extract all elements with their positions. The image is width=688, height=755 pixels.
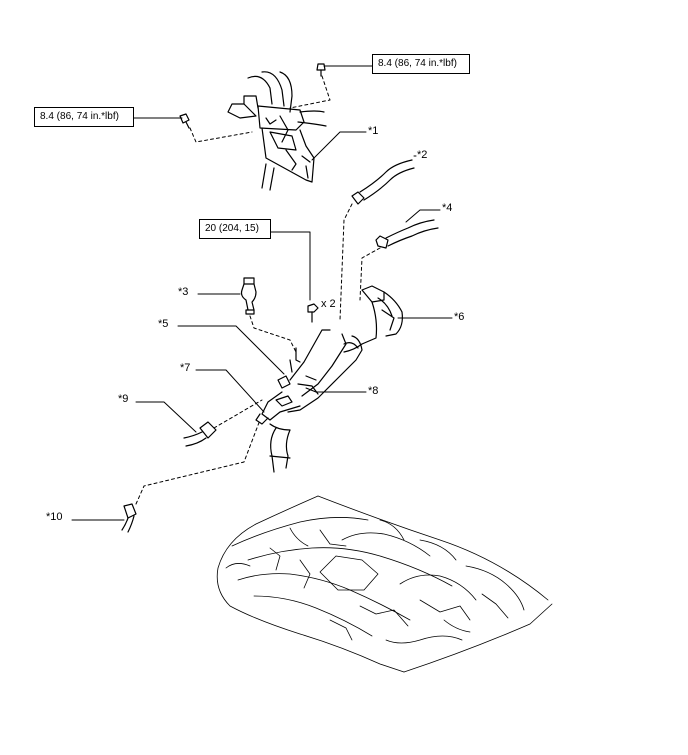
callout-7: *7: [180, 362, 191, 374]
torque-spec-pipe-bolt: 20 (204, 15): [199, 219, 271, 239]
callout-10: *10: [46, 511, 63, 523]
bolt-quantity-label: x 2: [321, 298, 336, 310]
part-8-water-pipe: [255, 329, 363, 473]
part-1-bracket-assembly: [227, 71, 327, 191]
part-6-inlet: [343, 285, 403, 353]
part-3-pipe: [240, 277, 257, 315]
callout-1: *1: [368, 125, 379, 137]
callout-3: *3: [178, 286, 189, 298]
callout-2: *2: [417, 149, 428, 161]
callout-8: *8: [368, 385, 379, 397]
part-10-hose: [121, 503, 137, 533]
callout-9: *9: [118, 393, 129, 405]
torque-spec-bracket-bolt-left: 8.4 (86, 74 in.*lbf): [34, 107, 134, 127]
part-4-hose: [375, 219, 439, 249]
leader-lines: [71, 65, 453, 521]
bolt-left: [179, 113, 190, 129]
alignment-lines: [135, 75, 381, 505]
pipe-bolt: [307, 303, 319, 323]
part-2-hose: [351, 159, 415, 205]
callout-4: *4: [442, 202, 453, 214]
bolt-top-right: [316, 63, 326, 77]
callout-5: *5: [158, 318, 169, 330]
torque-spec-bracket-bolt-right: 8.4 (86, 74 in.*lbf): [372, 54, 470, 74]
engine-bay-outline: [216, 495, 553, 673]
part-9-hose: [183, 421, 217, 447]
callout-6: *6: [454, 311, 465, 323]
